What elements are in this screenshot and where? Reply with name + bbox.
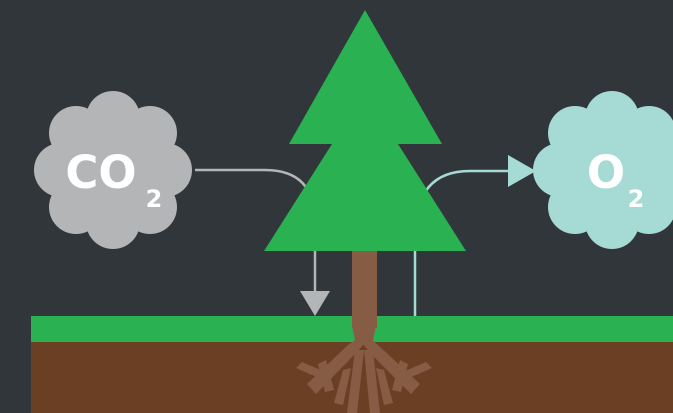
tree-foliage [264, 10, 466, 251]
o2-label: O [587, 146, 625, 199]
co2-subscript: 2 [146, 185, 163, 213]
co2-arrowhead [300, 291, 330, 316]
o2-cloud: O 2 [533, 91, 673, 249]
tree-trunk [352, 248, 377, 328]
co2-cloud: CO 2 [34, 91, 192, 249]
o2-arrowhead [508, 155, 536, 187]
o2-subscript: 2 [628, 185, 645, 213]
co2-label: CO [65, 146, 136, 199]
